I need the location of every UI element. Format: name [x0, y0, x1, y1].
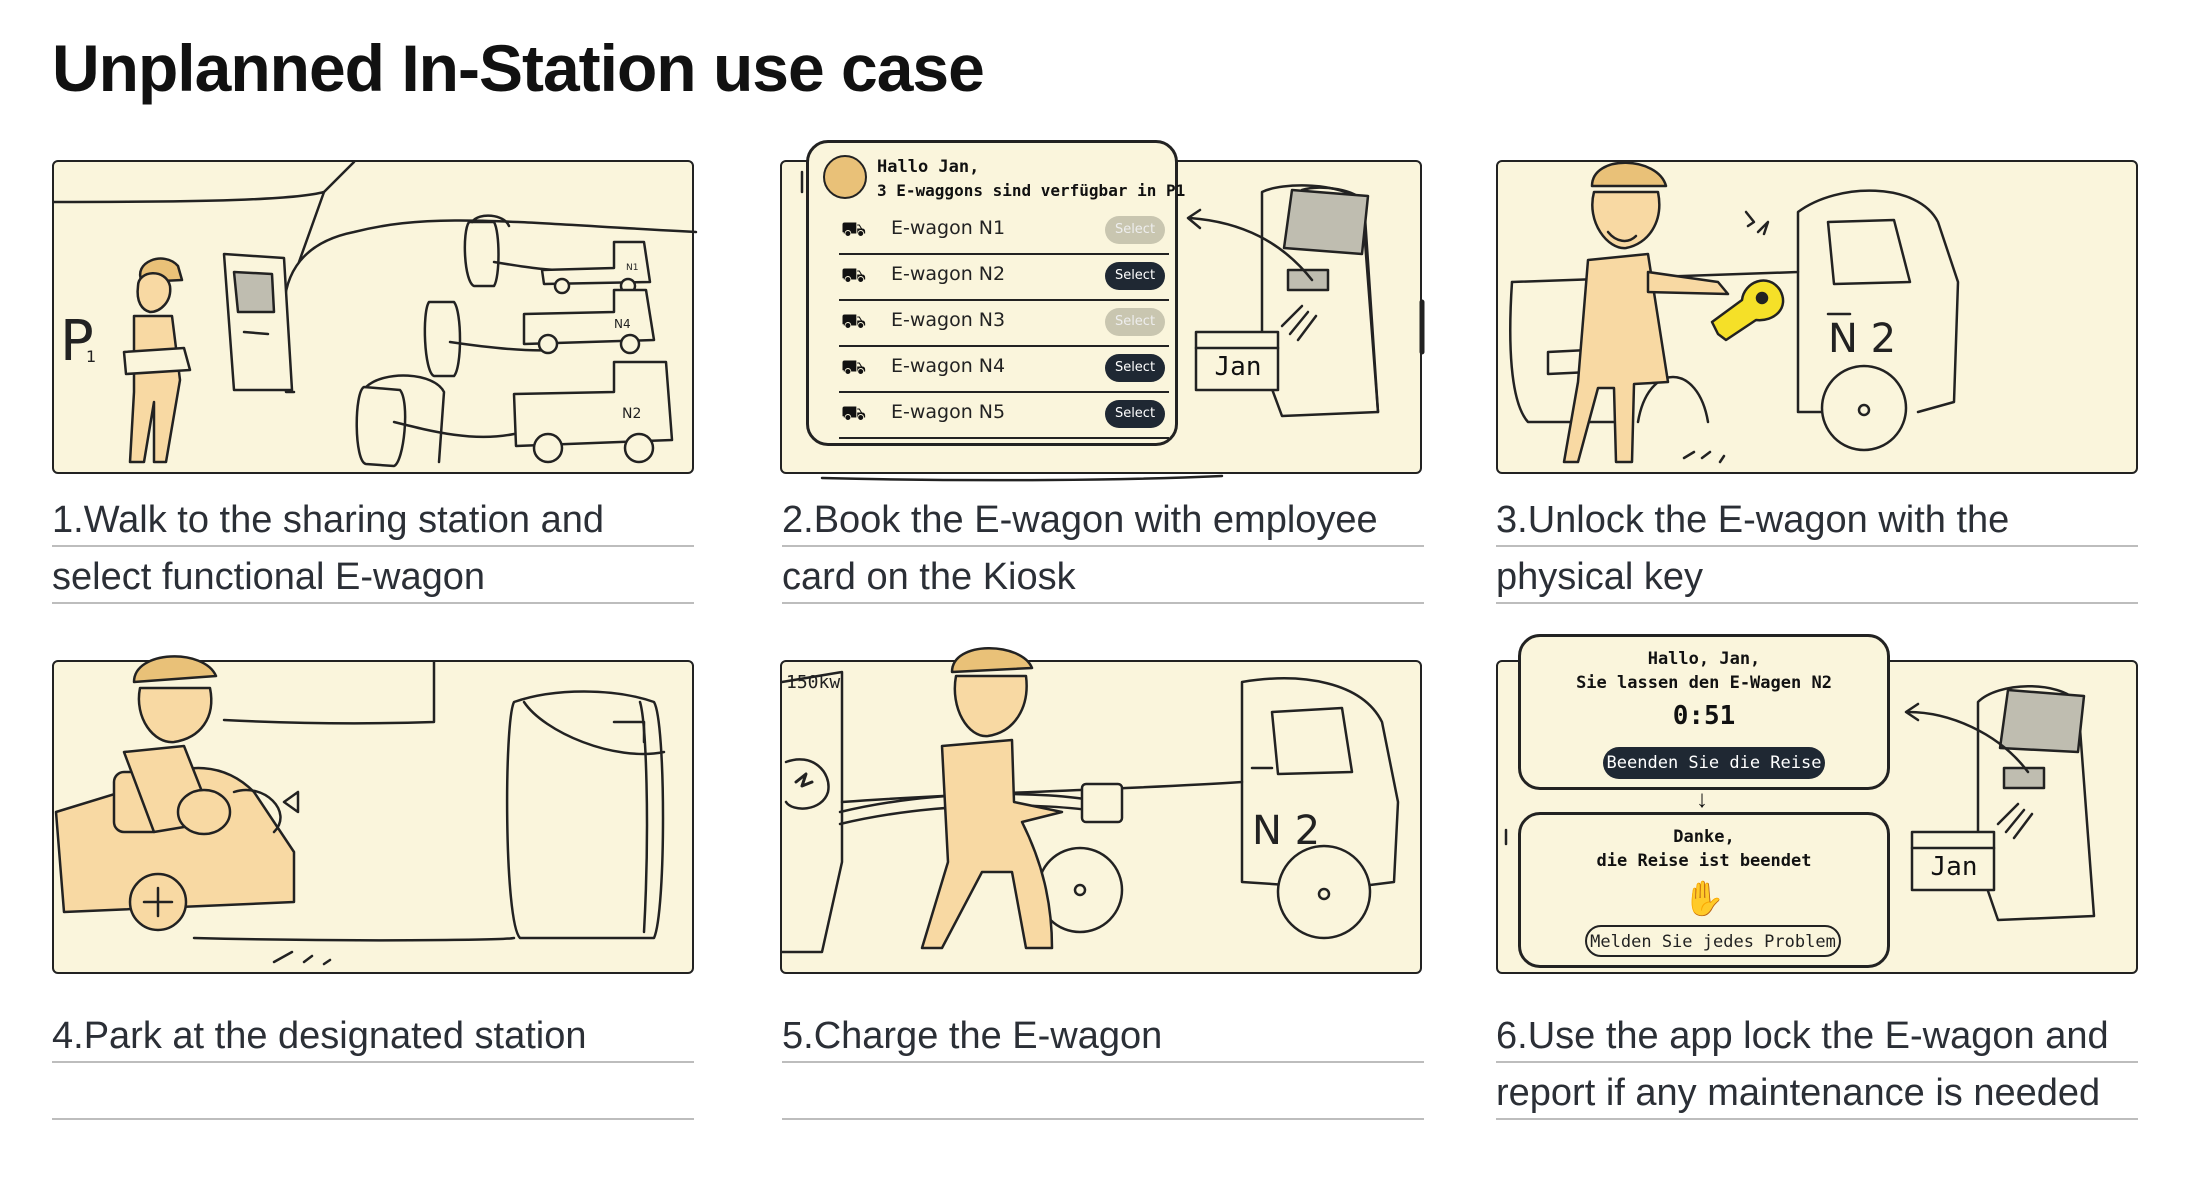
select-button-n3[interactable]: Select — [1105, 308, 1165, 336]
svg-text:N2: N2 — [622, 406, 641, 422]
person-figure — [122, 655, 232, 836]
thanks-text: Danke, — [1673, 827, 1735, 847]
select-button-n4[interactable]: Select — [1105, 354, 1165, 382]
step-6-illustration: Jan Hallo, Jan, Sie lassen den E-Wagen N… — [1496, 634, 2138, 974]
truck-icon: ⛟ — [841, 265, 867, 287]
svg-text:150kw: 150kw — [786, 672, 840, 693]
trip-ended-card: Danke, die Reise ist beendet ✋ Melden Si… — [1518, 812, 1890, 968]
trip-timer: 0:51 — [1672, 701, 1736, 731]
trip-status-text: Sie lassen den E-Wagen N2 — [1576, 673, 1832, 693]
wagon-row-n2: ⛟ E-wagon N2 Select — [839, 255, 1169, 301]
availability-text: 3 E-waggons sind verfügbar in P1 — [877, 181, 1186, 200]
step-3-caption: 3.Unlock the E-wagon with the physical k… — [1496, 490, 2138, 604]
step-2-illustration: Jan Hallo Jan, 3 E-waggons sind verfügba… — [780, 140, 1425, 482]
truck-icon: ⛟ — [841, 311, 867, 333]
truck-icon: ⛟ — [841, 403, 867, 425]
greeting: Hallo, Jan, — [1647, 649, 1761, 669]
svg-text:N1: N1 — [626, 263, 638, 273]
svg-text:N 2: N 2 — [1828, 316, 1896, 362]
employee-card: Jan — [1930, 852, 1978, 882]
step-2-caption: 2.Book the E-wagon with employee card on… — [782, 490, 1424, 604]
svg-text:N4: N4 — [614, 317, 631, 331]
page-title: Unplanned In-Station use case — [52, 31, 985, 105]
key-icon — [1710, 279, 1785, 342]
wagon-row-n3: ⛟ E-wagon N3 Select — [839, 301, 1169, 347]
step-5-caption: 5.Charge the E-wagon — [782, 1006, 1424, 1120]
user-avatar — [823, 155, 867, 199]
wagon-row-n5: ⛟ E-wagon N5 Select — [839, 393, 1169, 439]
end-trip-button[interactable]: Beenden Sie die Reise — [1603, 747, 1825, 779]
parking-sign: P — [60, 309, 94, 374]
person-figure — [1562, 161, 1730, 464]
step-3-illustration: N 2 — [1496, 160, 2138, 474]
greeting: Hallo Jan, — [877, 157, 980, 177]
booking-app-card: Hallo Jan, 3 E-waggons sind verfügbar in… — [806, 140, 1185, 446]
svg-text:N 2: N 2 — [1252, 808, 1320, 854]
step-4-caption: 4.Park at the designated station — [52, 1006, 694, 1120]
trip-ended-text: die Reise ist beendet — [1596, 851, 1812, 871]
waving-hand-icon: ✋ — [1682, 880, 1726, 918]
trip-status-card: Hallo, Jan, Sie lassen den E-Wagen N2 0:… — [1518, 634, 1890, 790]
select-button-n5[interactable]: Select — [1105, 400, 1165, 428]
employee-card: Jan — [1214, 352, 1262, 382]
truck-icon: ⛟ — [841, 219, 867, 241]
step-6-caption: 6.Use the app lock the E-wagon and repor… — [1496, 1006, 2138, 1120]
step-4-illustration — [52, 655, 694, 974]
person-figure — [122, 257, 192, 464]
kiosk-screen-shape — [1282, 188, 1370, 256]
svg-text:1: 1 — [86, 347, 96, 366]
step-5-illustration: 150kw N 2 — [780, 647, 1422, 974]
person-figure — [920, 647, 1064, 950]
select-button-n2[interactable]: Select — [1105, 262, 1165, 290]
arrow-down-icon: ↓ — [1696, 786, 1708, 813]
step-1-caption: 1.Walk to the sharing station and select… — [52, 490, 694, 604]
report-problem-button[interactable]: Melden Sie jedes Problem — [1585, 925, 1841, 957]
wagon-row-n4: ⛟ E-wagon N4 Select — [839, 347, 1169, 393]
select-button-n1[interactable]: Select — [1105, 216, 1165, 244]
truck-icon: ⛟ — [841, 357, 867, 379]
wagon-row-n1: ⛟ E-wagon N1 Select — [839, 209, 1169, 255]
step-1-illustration: P 1 N4 N2 N1 — [52, 160, 698, 474]
